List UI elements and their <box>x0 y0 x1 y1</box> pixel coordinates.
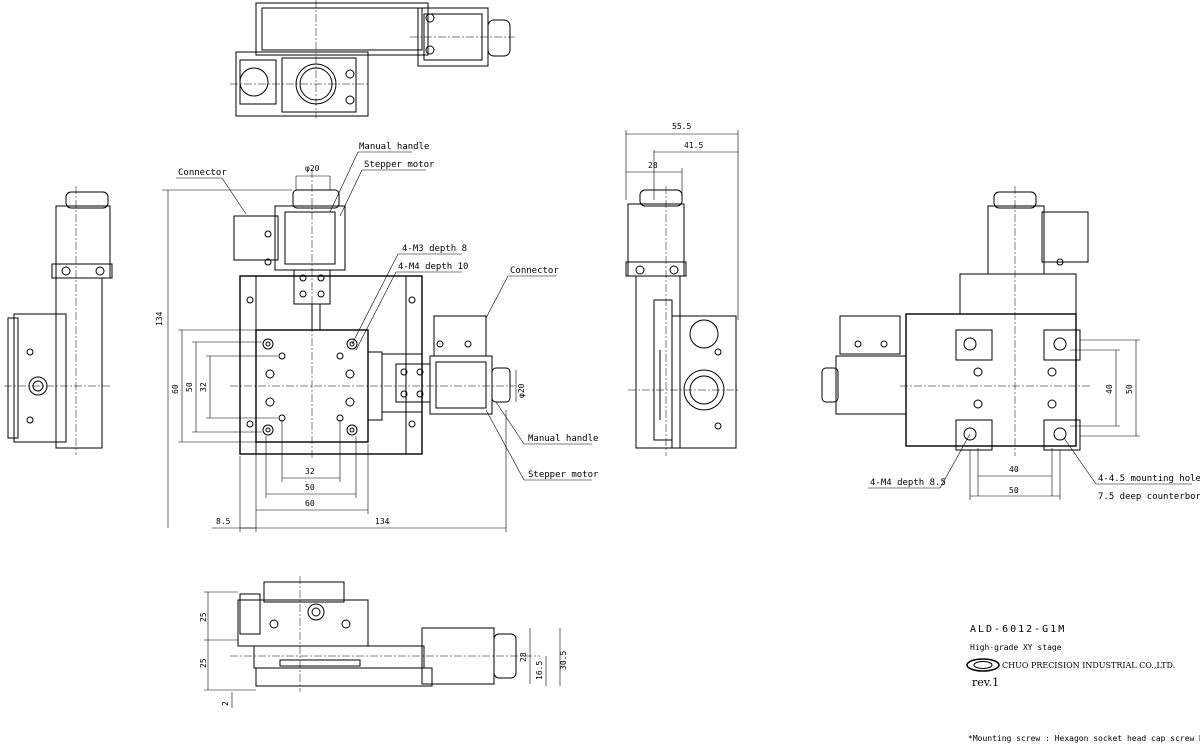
dim-25-upper: 25 <box>199 612 208 622</box>
label-manual-handle-right: Manual handle <box>528 434 598 444</box>
dim-40-vertical-bottom: 40 <box>1105 384 1114 394</box>
dim-134-horizontal: 134 <box>375 517 390 526</box>
label-manual-handle-top: Manual handle <box>359 142 429 152</box>
dim-28-front: 28 <box>519 652 528 662</box>
dim-50-vertical-bottom: 50 <box>1125 384 1134 394</box>
top-view <box>230 0 515 118</box>
label-m4-holes: 4-M4 depth 10 <box>398 262 468 272</box>
dim-2: 2 <box>221 701 230 706</box>
label-m4-bottom: 4-M4 depth 8.5 <box>870 478 946 488</box>
label-mounting-hole-line2: 7.5 deep counterbore <box>1098 492 1200 502</box>
label-mounting-hole-line1: 4-4.5 mounting hole, <box>1098 474 1200 484</box>
company-name: CHUO PRECISION INDUSTRIAL CO.,LTD. <box>1002 661 1175 670</box>
dim-16.5: 16.5 <box>535 661 544 680</box>
mounting-screw-note: *Mounting screw : Hexagon socket head ca… <box>968 734 1200 743</box>
model-description: High-grade XY stage <box>970 643 1062 652</box>
bottom-view: 40 50 40 50 4-M4 depth 8.5 4-4.5 mountin… <box>821 186 1200 502</box>
right-side-view: 55.5 41.5 28 <box>625 122 740 456</box>
label-stepper-motor-right: Stepper motor <box>528 470 599 480</box>
dim-32-vertical: 32 <box>199 382 208 392</box>
dim-50-horizontal: 50 <box>305 483 315 492</box>
dim-8.5: 8.5 <box>216 517 231 526</box>
label-connector-right: Connector <box>510 266 559 276</box>
dim-phi20-right: φ20 <box>517 383 526 398</box>
main-view-dim-text: φ20 134 60 50 32 32 50 60 8.5 134 φ20 Ma… <box>155 142 599 526</box>
front-view: 25 25 2 28 16.5 30.5 <box>199 576 568 708</box>
dim-30.5: 30.5 <box>559 651 568 670</box>
dim-55.5: 55.5 <box>672 122 691 131</box>
label-m3-holes: 4-M3 depth 8 <box>402 244 467 254</box>
revision: rev.1 <box>972 676 999 689</box>
company-logo-icon <box>966 658 1000 672</box>
dim-25-lower: 25 <box>199 658 208 668</box>
label-connector-left: Connector <box>178 168 227 178</box>
dim-32-horizontal: 32 <box>305 467 315 476</box>
dim-134-vertical: 134 <box>155 311 164 326</box>
dim-28-side: 28 <box>648 161 658 170</box>
left-side-view <box>4 186 113 455</box>
dim-40-horizontal-bottom: 40 <box>1009 465 1019 474</box>
label-stepper-motor-top: Stepper motor <box>364 160 435 170</box>
main-plan-view <box>230 170 515 460</box>
dim-50-vertical: 50 <box>185 382 194 392</box>
dim-50-horizontal-bottom: 50 <box>1009 486 1019 495</box>
dim-60-horizontal: 60 <box>305 499 315 508</box>
main-view-dimensions <box>162 151 592 532</box>
model-number: ALD-6012-G1M <box>970 624 1066 635</box>
title-block: ALD-6012-G1M High-grade XY stage CHUO PR… <box>966 624 1200 743</box>
dim-41.5: 41.5 <box>684 141 703 150</box>
dim-60-vertical: 60 <box>171 384 180 394</box>
dim-phi20-top: φ20 <box>305 164 320 173</box>
